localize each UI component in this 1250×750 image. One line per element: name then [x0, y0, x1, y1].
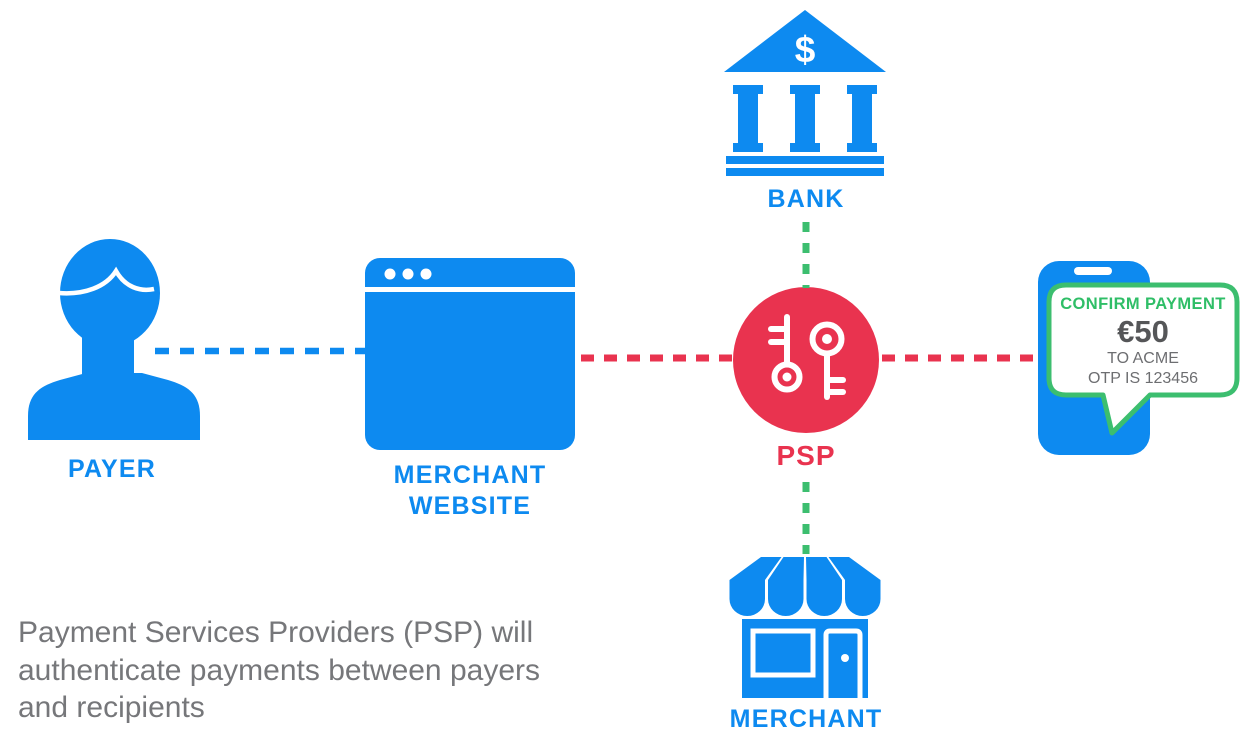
sms-message: CONFIRM PAYMENT €50 TO ACME OTP IS 12345…	[1049, 285, 1237, 395]
merchant-label: MERCHANT	[729, 705, 883, 733]
connector-psp-to-phone	[882, 354, 1038, 362]
store-door	[823, 628, 863, 698]
storefront-icon	[729, 557, 881, 698]
person-icon	[28, 239, 200, 440]
merchant-website-label-line1: MERCHANT	[393, 461, 547, 489]
caption-line-3: and recipients	[18, 691, 205, 724]
browser-dot-icon	[420, 268, 432, 280]
connector-payer-to-merchant-website	[155, 347, 373, 355]
connector-merchant-website-to-psp	[581, 354, 737, 362]
psp-circle-icon	[733, 287, 879, 433]
browser-dot-icon	[384, 268, 396, 280]
browser-dot-icon	[402, 268, 414, 280]
store-window	[750, 628, 816, 678]
merchant-website-label-line2: WEBSITE	[408, 492, 532, 520]
browser-window-icon	[365, 258, 575, 450]
payment-recipient: TO ACME	[1107, 349, 1179, 367]
caption-line-1: Payment Services Providers (PSP) will	[18, 616, 534, 649]
bank-building-icon: $	[724, 10, 886, 176]
bank-label: BANK	[767, 185, 845, 213]
caption-line-2: authenticate payments between payers	[18, 653, 540, 687]
speech-bubble	[1046, 282, 1240, 436]
diagram-caption: Payment Services Providers (PSP) will au…	[18, 614, 540, 727]
phone-speaker	[1074, 267, 1112, 275]
connector-bank-to-psp	[802, 222, 810, 288]
keys-icon	[768, 314, 846, 400]
payment-amount: €50	[1117, 313, 1169, 349]
confirm-payment-title: CONFIRM PAYMENT	[1060, 294, 1226, 313]
bank-columns	[733, 85, 877, 152]
otp-code: OTP IS 123456	[1088, 369, 1198, 387]
doorknob	[841, 654, 849, 662]
dollar-sign-glyph: $	[795, 29, 816, 70]
payer-label: PAYER	[68, 455, 156, 483]
awning	[729, 557, 881, 617]
psp-label: PSP	[776, 440, 836, 471]
connector-psp-to-merchant	[802, 482, 810, 554]
merchant-website-label: MERCHANT WEBSITE	[360, 460, 580, 522]
hairline-curve	[58, 266, 155, 296]
